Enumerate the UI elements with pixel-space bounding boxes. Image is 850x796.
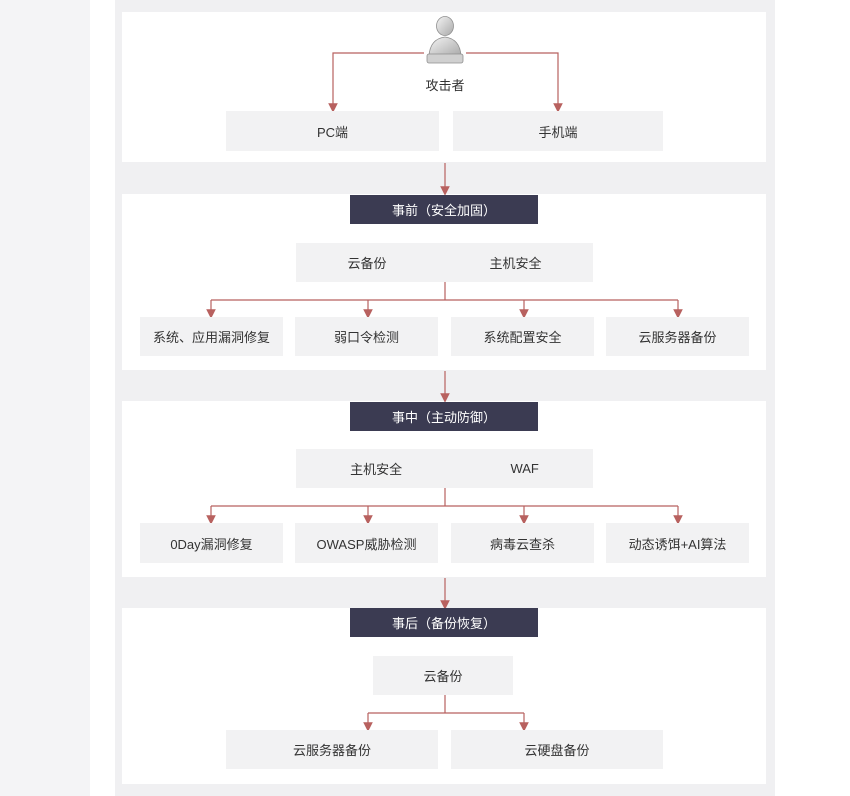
- attacker-label: 攻击者: [425, 78, 465, 93]
- stage-before-item: 系统配置安全: [451, 317, 594, 356]
- stage-during-title: 事中（主动防御）: [350, 402, 538, 431]
- left-sidebar-strip: [0, 0, 90, 796]
- service-cloud-backup: 云备份: [347, 256, 387, 271]
- stage-during-item: 动态诱饵+AI算法: [606, 523, 749, 563]
- service-cloud-backup: 云备份: [373, 656, 513, 695]
- stage-before-item: 系统、应用漏洞修复: [140, 317, 283, 356]
- service-waf: WAF: [510, 461, 539, 476]
- stage-before-services: 云备份 主机安全: [296, 243, 593, 282]
- stage-after-item: 云服务器备份: [226, 730, 438, 769]
- stage-during-services: 主机安全 WAF: [296, 449, 593, 488]
- person-icon: [426, 16, 464, 64]
- stage-after-title: 事后（备份恢复）: [350, 608, 538, 637]
- stage-during-item: OWASP威胁检测: [295, 523, 438, 563]
- device-pc: PC端: [226, 111, 439, 151]
- stage-before-title: 事前（安全加固）: [350, 195, 538, 224]
- service-host-security: 主机安全: [489, 256, 542, 271]
- service-host-security: 主机安全: [350, 462, 403, 477]
- stage-after-item: 云硬盘备份: [451, 730, 663, 769]
- stage-during-item: 0Day漏洞修复: [140, 523, 283, 563]
- stage-before-item: 云服务器备份: [606, 317, 749, 356]
- device-mobile: 手机端: [453, 111, 663, 151]
- stage-before-item: 弱口令检测: [295, 317, 438, 356]
- stage-during-item: 病毒云查杀: [451, 523, 594, 563]
